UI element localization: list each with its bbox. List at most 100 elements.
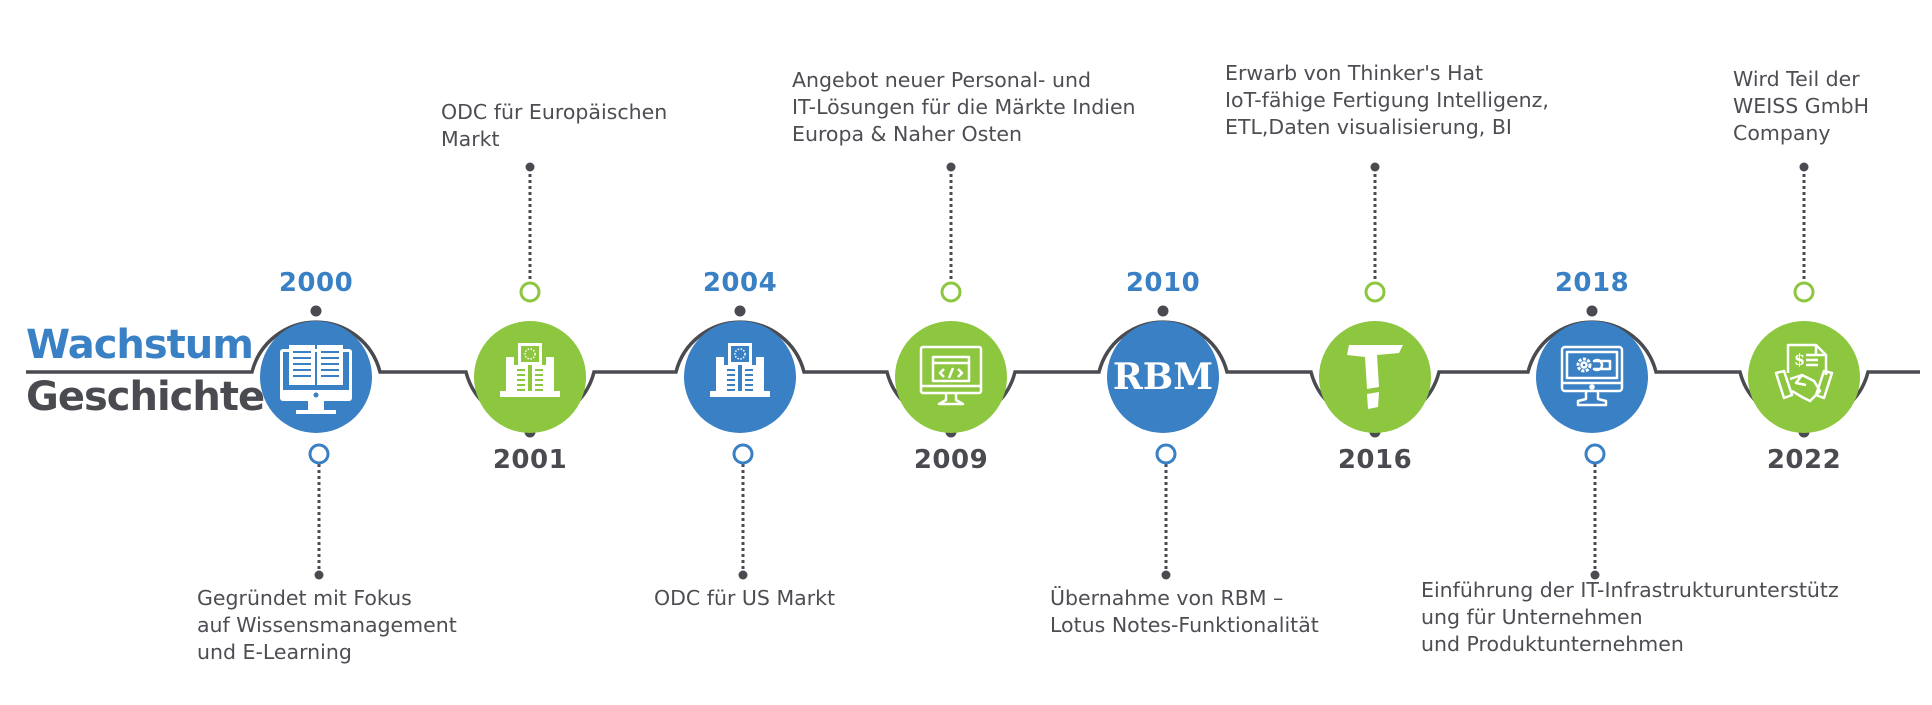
milestone-description-2016: Erwarb von Thinker's Hat IoT-fähige Fert… [1225, 60, 1549, 141]
window [727, 384, 735, 386]
description-line: Angebot neuer Personal- und [792, 68, 1091, 92]
connector-ring [1155, 443, 1177, 465]
milestone-2009 [895, 162, 1007, 438]
milestone-description-2018: Einführung der IT-Infrastrukturunterstüt… [1421, 577, 1839, 658]
monitor-stand [937, 393, 965, 406]
milestone-2016 [1319, 162, 1431, 438]
window [535, 379, 543, 381]
handshake-contract-icon: $ [1774, 343, 1834, 403]
sign-inner [731, 346, 749, 362]
rbm-logo-text: RBM [1113, 356, 1213, 398]
description-line: Einführung der IT-Infrastrukturunterstüt… [1421, 578, 1839, 602]
rbm-logo-icon: RBM [1113, 356, 1213, 398]
window [745, 379, 753, 381]
eu-stars [524, 348, 536, 360]
description-line: und Produktunternehmen [1421, 632, 1684, 656]
connector-ring [732, 443, 754, 465]
description-line: ETL,Daten visualisierung, BI [1225, 115, 1512, 139]
description-line: Wird Teil der [1733, 67, 1860, 91]
building-right-wing [546, 357, 554, 393]
milestone-2022: $ [1748, 162, 1860, 438]
milestone-description-2001: ODC für Europäischen Markt [441, 99, 667, 153]
thinkers-hat-logo-icon [1347, 345, 1403, 409]
building-base [500, 391, 560, 397]
description-line: ung für Unternehmen [1421, 605, 1643, 629]
hat-dot [1367, 392, 1379, 409]
year-label-2018: 2018 [1554, 268, 1630, 298]
window [745, 374, 753, 376]
year-label-2016: 2016 [1337, 445, 1413, 475]
window [535, 389, 543, 391]
building-eu-icon [500, 343, 560, 397]
window [517, 379, 525, 381]
connector-ring [308, 443, 330, 465]
milestone-2018 [1536, 305, 1648, 580]
connector-end-dot [1161, 570, 1171, 580]
description-line: und E-Learning [197, 640, 352, 664]
connector-ring [1584, 443, 1606, 465]
connector-ring [1793, 281, 1815, 303]
monitor-gear-wrench-icon [1560, 345, 1624, 407]
window [535, 384, 543, 386]
description-line: IoT-fähige Fertigung Intelligenz, [1225, 88, 1549, 112]
building-left-wing [506, 357, 514, 393]
year-label-2010: 2010 [1125, 268, 1201, 298]
year-label-2004: 2004 [702, 268, 778, 298]
title-geschichte: Geschichte [26, 374, 265, 420]
building-right-wing [756, 357, 764, 393]
title-wachstum: Wachstum [26, 322, 254, 368]
year-label-2000: 2000 [278, 268, 354, 298]
milestone-2004 [684, 305, 796, 580]
us-map [734, 348, 746, 360]
building-us-icon [710, 343, 770, 397]
monitor-frame [919, 345, 983, 395]
arc-node-dot [310, 305, 322, 317]
code-brackets [938, 367, 964, 379]
window [517, 389, 525, 391]
connector-end-dot [1590, 570, 1600, 580]
description-line: Gegründet mit Fokus [197, 586, 412, 610]
window [517, 374, 525, 376]
window [727, 374, 735, 376]
connector-ring [1364, 281, 1386, 303]
description-line: Markt [441, 127, 500, 151]
milestone-2001 [474, 162, 586, 438]
milestone-2010: RBM [1107, 305, 1219, 580]
connector-end-dot [946, 162, 956, 172]
connector-end-dot [1370, 162, 1380, 172]
wrench [1592, 358, 1612, 372]
milestone-description-2022: Wird Teil der WEISS GmbH Company [1733, 66, 1869, 147]
description-line: WEISS GmbH [1733, 94, 1870, 118]
gear-hub [1580, 361, 1588, 369]
window [745, 369, 753, 371]
arc-node-dot [1586, 305, 1598, 317]
year-label-2001: 2001 [492, 445, 568, 475]
sign-inner [521, 346, 539, 362]
description-line: Europa & Naher Osten [792, 122, 1022, 146]
handshake-hands [1789, 373, 1822, 403]
monitor-code-icon [919, 345, 983, 406]
milestone-circle [895, 321, 1007, 433]
monitor-frame [1560, 345, 1624, 393]
connector-end-dot [1799, 162, 1809, 172]
power-dot [1589, 384, 1595, 390]
description-line: Lotus Notes-Funktionalität [1050, 613, 1319, 637]
milestone-2000 [260, 305, 372, 580]
document-lines [1806, 353, 1818, 367]
monitor-stand [1576, 391, 1608, 407]
milestone-description-2004: ODC für US Markt [654, 585, 835, 612]
monitor-base [296, 410, 336, 414]
connector-ring [519, 281, 541, 303]
left-cuff [1774, 369, 1794, 400]
description-line: ODC für Europäischen [441, 100, 668, 124]
arc-node-dot [1157, 305, 1169, 317]
gear [1576, 357, 1592, 373]
window [517, 369, 525, 371]
description-line: IT-Lösungen für die Märkte Indien [792, 95, 1136, 119]
window [535, 374, 543, 376]
window [517, 384, 525, 386]
milestone-description-2010: Übernahme von RBM – Lotus Notes-Funktion… [1050, 585, 1319, 639]
monitor-book-icon [280, 345, 352, 414]
milestone-circle [1107, 321, 1219, 433]
